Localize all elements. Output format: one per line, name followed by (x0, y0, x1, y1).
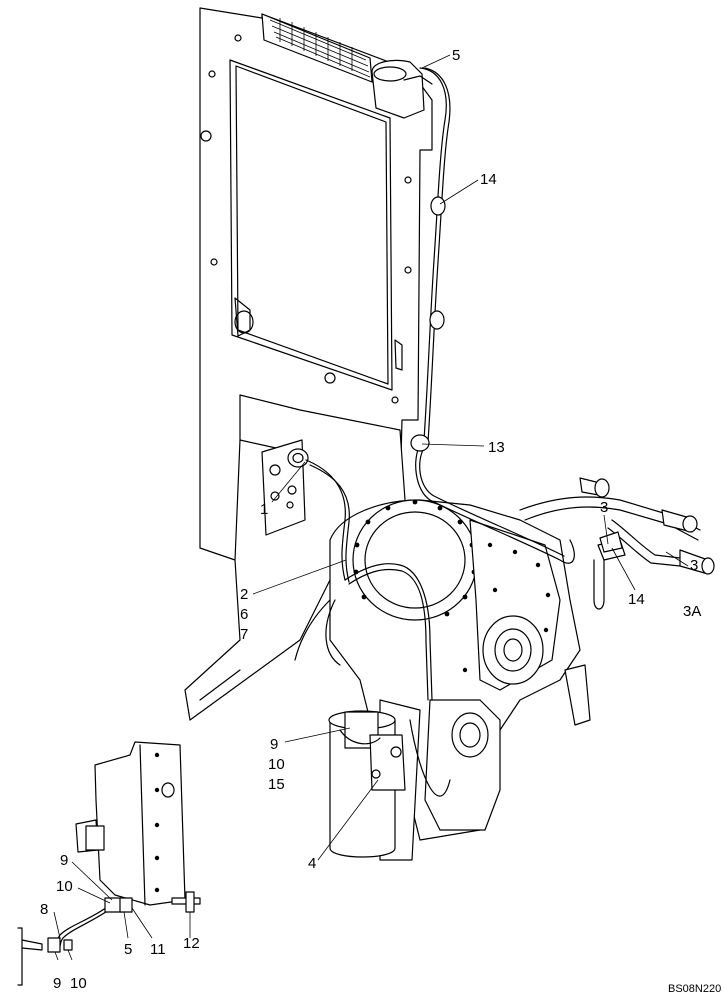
callout-15: 15 (268, 776, 285, 793)
callout-5-inset: 5 (124, 941, 133, 958)
figure-id: BS08N220 (668, 983, 722, 995)
callout-10-inset: 10 (56, 878, 73, 895)
callout-11: 11 (150, 941, 166, 958)
leader-lines (53, 54, 689, 961)
side-fitting (564, 664, 591, 726)
callout-9-mid: 9 (270, 736, 279, 753)
callout-13: 13 (488, 439, 505, 456)
inset-detail (17, 741, 201, 986)
callout-9-bottom: 9 (53, 975, 62, 992)
callout-8: 8 (40, 901, 49, 918)
callout-5-top: 5 (452, 47, 461, 64)
callout-3A: 3A (683, 603, 702, 620)
coolant-tank (371, 59, 433, 119)
wiring-harness (294, 444, 575, 797)
callout-14-top: 14 (480, 171, 497, 188)
callout-12: 12 (183, 935, 200, 952)
callout-14-right: 14 (628, 591, 645, 608)
lower-frame-plate (184, 394, 406, 721)
callout-3-lower: 3 (690, 557, 699, 574)
cover-bolts (462, 542, 551, 673)
callout-7: 7 (240, 626, 249, 643)
radiator-grille (261, 13, 373, 83)
callout-9-inset: 9 (60, 852, 69, 869)
inset-bolts (154, 752, 160, 893)
tube-clamp-right (599, 531, 623, 553)
connector-bracket (261, 439, 309, 536)
callout-4: 4 (308, 855, 317, 872)
callout-10-bottom: 10 (70, 975, 87, 992)
temperature-sensor (410, 434, 430, 452)
callout-10-mid: 10 (268, 756, 285, 773)
callout-2: 2 (240, 586, 249, 603)
filter-canister (328, 710, 406, 858)
callout-1: 1 (260, 501, 269, 518)
wire-clip-top (429, 196, 446, 330)
callout-3-upper: 3 (600, 499, 609, 516)
callout-6: 6 (240, 606, 249, 623)
